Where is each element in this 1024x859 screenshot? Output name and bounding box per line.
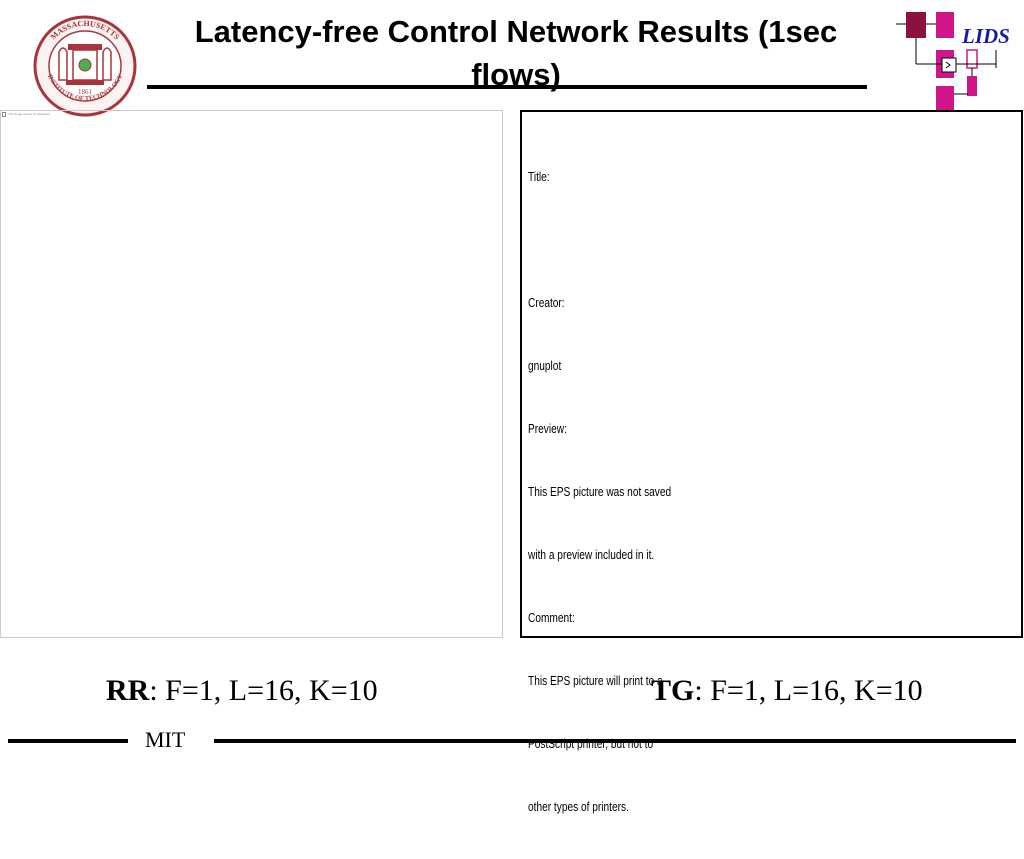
eps-line [528,229,671,250]
eps-line: Comment: [528,610,575,625]
lids-logo-icon [896,12,997,110]
eps-info-text: Title: Creator: gnuplot Preview: This EP… [528,124,671,859]
broken-image-icon [2,112,6,117]
eps-line: Title: [528,169,550,184]
rr-caption-params: : F=1, L=16, K=10 [149,674,378,707]
slide-title: Latency-free Control Network Results (1s… [194,14,838,92]
seal-year: 1861 [78,88,93,96]
rr-caption-bold: RR [106,674,150,707]
title-underline [147,85,867,89]
eps-line: with a preview included in it. [528,547,655,562]
footer-label: MIT [145,727,186,752]
eps-line: This EPS picture was not saved [528,484,672,499]
eps-line: gnuplot [528,358,562,373]
rr-caption: RR: F=1, L=16, K=10 [106,674,378,708]
eps-preview-placeholder: Title: Creator: gnuplot Preview: This EP… [520,110,1023,814]
broken-image-placeholder: The image cannot be displayed. [0,110,503,638]
mit-seal-icon: MASSACHUSETTS INSTITUTE OF TECHNOLOGY 18… [33,15,137,117]
tg-caption: TG: F=1, L=16, K=10 [651,674,923,708]
footer-rule-left [8,739,128,743]
eps-line: PostScript printer, but not to [528,736,654,751]
tg-caption-bold: TG [651,674,695,707]
tg-caption-params: : F=1, L=16, K=10 [694,674,923,707]
eps-line: This EPS picture will print to a [528,673,663,688]
broken-image-caption: The image cannot be displayed. [8,112,51,116]
eps-line: Creator: [528,295,565,310]
eps-line: Preview: [528,421,567,436]
lids-logo-text: LIDS [962,24,1010,48]
footer-rule-right [214,739,1016,743]
eps-line: other types of printers. [528,799,629,814]
